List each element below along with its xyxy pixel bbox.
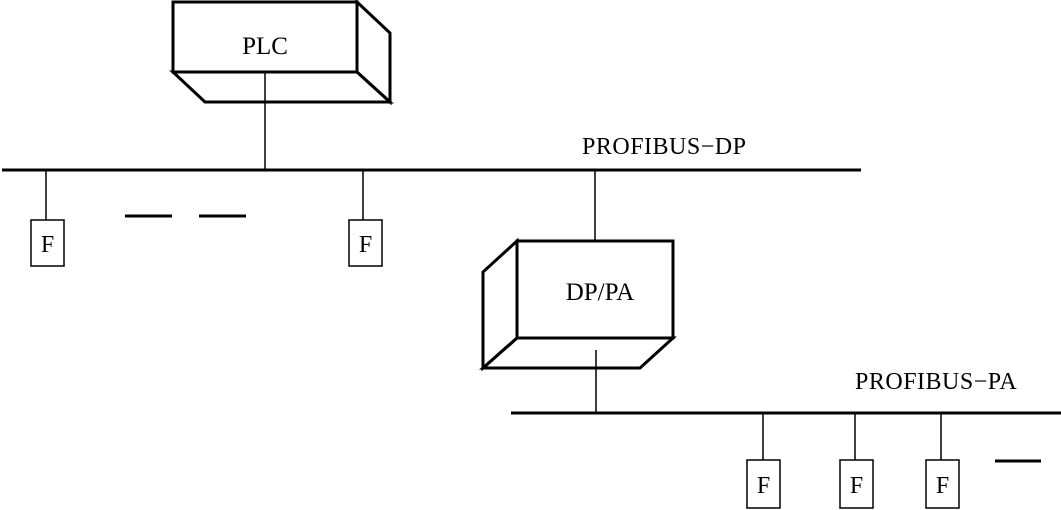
dp-device-box bbox=[30, 219, 65, 267]
coupler-label: DP/PA bbox=[566, 279, 635, 306]
pa-device-box bbox=[839, 459, 874, 509]
pa-device-label: F bbox=[850, 473, 863, 499]
pa-device: F bbox=[839, 413, 874, 509]
bus-dp-label: PROFIBUS−DP bbox=[582, 134, 746, 160]
dp-device: F bbox=[30, 170, 65, 267]
dp-device-label: F bbox=[359, 232, 372, 258]
coupler-box bbox=[479, 237, 677, 372]
coupler-box-bottom bbox=[479, 336, 677, 370]
pa-device-label: F bbox=[936, 473, 949, 499]
plc-label: PLC bbox=[242, 33, 288, 60]
plc-box-bottom bbox=[169, 70, 394, 104]
pa-device-label: F bbox=[757, 473, 770, 499]
dp-device: F bbox=[348, 170, 383, 267]
pa-device: F bbox=[746, 413, 781, 509]
pa-device: F bbox=[925, 413, 960, 509]
bus-pa-label: PROFIBUS−PA bbox=[855, 369, 1017, 395]
pa-device-box bbox=[746, 459, 781, 509]
dp-device-box bbox=[348, 219, 383, 267]
pa-device-box bbox=[925, 459, 960, 509]
dp-device-label: F bbox=[41, 232, 54, 258]
coupler-box-side bbox=[481, 237, 519, 372]
